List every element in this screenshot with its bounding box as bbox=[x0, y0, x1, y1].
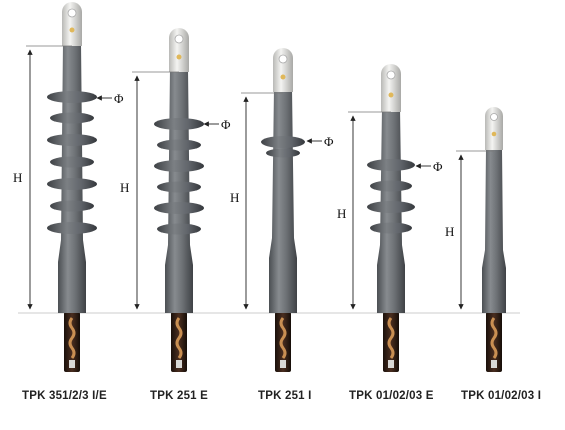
lug-hole bbox=[174, 34, 184, 44]
shed bbox=[157, 181, 201, 193]
insulator-body bbox=[58, 42, 86, 313]
terminal-lug bbox=[62, 2, 82, 47]
cable-end bbox=[64, 312, 80, 372]
termination-5 bbox=[482, 107, 506, 372]
cable-end bbox=[171, 312, 187, 372]
stress-sleeve bbox=[377, 280, 405, 313]
diameter-label: Φ bbox=[433, 159, 443, 174]
shed bbox=[261, 136, 305, 148]
shed bbox=[157, 223, 201, 235]
shed bbox=[157, 139, 201, 151]
terminal-lug bbox=[273, 48, 293, 92]
braid-lug bbox=[176, 360, 182, 368]
product-caption-5: TPK 01/02/03 I bbox=[461, 390, 542, 402]
height-label: H bbox=[230, 190, 239, 205]
copper-braid bbox=[279, 317, 287, 359]
shed bbox=[370, 222, 412, 234]
termination-3 bbox=[261, 48, 305, 372]
terminal-lug bbox=[169, 28, 189, 72]
shed bbox=[47, 134, 97, 146]
braid-lug bbox=[491, 360, 497, 368]
product-caption-3: TPK 251 I bbox=[258, 390, 312, 402]
diameter-label: Φ bbox=[324, 134, 334, 149]
stress-sleeve bbox=[482, 282, 506, 313]
diameter-label: Φ bbox=[221, 117, 231, 132]
lug-hole bbox=[386, 70, 396, 80]
termination-4 bbox=[367, 64, 415, 372]
height-label: H bbox=[120, 180, 129, 195]
shed bbox=[370, 180, 412, 192]
shed bbox=[266, 148, 300, 158]
product-caption-1: TPK 351/2/3 I/E bbox=[22, 390, 107, 402]
copper-braid bbox=[387, 317, 395, 359]
lug-mark bbox=[388, 92, 394, 98]
shed bbox=[154, 118, 204, 130]
diameter-label: Φ bbox=[114, 91, 124, 106]
cable-end bbox=[275, 312, 291, 372]
termination-2 bbox=[154, 28, 204, 372]
lug-hole bbox=[490, 113, 498, 121]
shed bbox=[367, 159, 415, 171]
shed bbox=[154, 202, 204, 214]
copper-braid bbox=[175, 317, 183, 359]
shed bbox=[50, 200, 94, 212]
shed bbox=[47, 91, 97, 103]
lug-mark bbox=[69, 27, 75, 33]
height-label: H bbox=[337, 206, 346, 221]
shed bbox=[50, 112, 94, 124]
copper-braid bbox=[490, 317, 498, 359]
product-caption-2: TPK 251 E bbox=[150, 390, 209, 402]
cable-end bbox=[383, 312, 399, 372]
lug-hole bbox=[67, 8, 77, 18]
shed bbox=[47, 178, 97, 190]
terminal-lug bbox=[485, 107, 503, 150]
lug-mark bbox=[491, 131, 497, 137]
braid-lug bbox=[388, 360, 394, 368]
braid-lug bbox=[69, 360, 75, 368]
height-label: H bbox=[445, 224, 454, 239]
product-caption-4: TPK 01/02/03 E bbox=[349, 390, 434, 402]
terminal-lug bbox=[381, 64, 401, 112]
shed bbox=[154, 160, 204, 172]
stress-sleeve bbox=[58, 278, 86, 313]
shed bbox=[47, 222, 97, 234]
insulator-body bbox=[482, 148, 506, 313]
lug-mark bbox=[280, 74, 286, 80]
stress-sleeve bbox=[165, 280, 193, 313]
shed bbox=[367, 201, 415, 213]
cable-end bbox=[486, 312, 502, 372]
copper-braid bbox=[68, 317, 76, 359]
shed bbox=[50, 156, 94, 168]
braid-lug bbox=[280, 360, 286, 368]
lug-hole bbox=[278, 54, 288, 64]
termination-1 bbox=[47, 2, 97, 372]
stress-sleeve bbox=[269, 276, 297, 313]
height-label: H bbox=[13, 170, 22, 185]
lug-mark bbox=[176, 54, 182, 60]
